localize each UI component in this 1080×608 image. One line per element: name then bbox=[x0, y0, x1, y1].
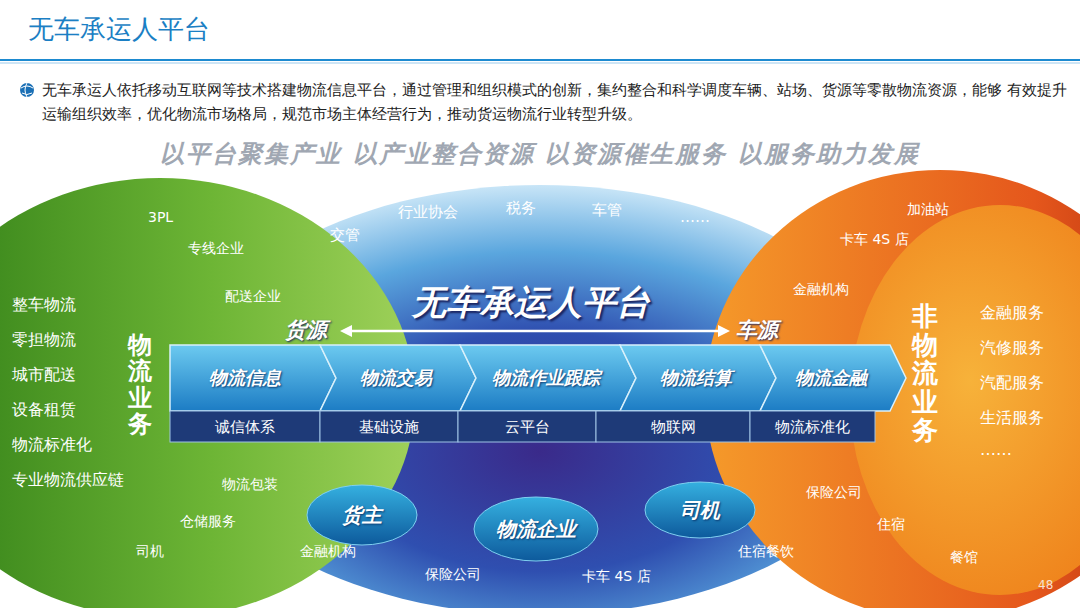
node-label: 物流金融 bbox=[795, 367, 867, 389]
process-chevron: 物流信息 bbox=[170, 345, 320, 411]
item-label: 配送企业 bbox=[225, 288, 281, 305]
process-chevron: 物流结算 bbox=[620, 345, 760, 411]
item-label: 金融机构 bbox=[793, 281, 849, 298]
foundation-cell: 诚信体系 bbox=[170, 411, 320, 442]
item-label: 行业协会 bbox=[398, 203, 458, 221]
cell-label: 物联网 bbox=[651, 418, 696, 436]
intro-text: 无车承运人依托移动互联网等技术搭建物流信息平台，通过管理和组织模式的创新，集约整… bbox=[42, 78, 1067, 126]
item-label: 汽修服务 bbox=[980, 338, 1044, 357]
platform-ellipse: 无车承运人平台交管行业协会税务车管……货源车源金融机构保险公司卡车 4S 店住宿… bbox=[165, 185, 915, 608]
item-label: 金融机构 bbox=[300, 543, 356, 560]
item-label: 车管 bbox=[592, 201, 622, 219]
item-label: 卡车 4S 店 bbox=[840, 231, 909, 248]
item-label: 餐馆 bbox=[950, 549, 978, 566]
vertical-heading: 非物流业务 bbox=[912, 302, 938, 445]
node-label: 物流作业跟踪 bbox=[492, 367, 600, 389]
item-label: 住宿 bbox=[877, 516, 905, 533]
item-label: 汽配服务 bbox=[980, 373, 1044, 392]
item-label: 保险公司 bbox=[806, 484, 862, 501]
process-chevron: 物流金融 bbox=[760, 345, 890, 411]
party-ellipse: 司机 bbox=[645, 482, 755, 538]
item-label: 交管 bbox=[330, 226, 360, 244]
node-label: 货主 bbox=[342, 503, 382, 527]
item-label: 金融服务 bbox=[980, 303, 1044, 322]
item-label: 整车物流 bbox=[12, 295, 76, 314]
item-label: …… bbox=[980, 440, 1012, 459]
cell-label: 基础设施 bbox=[359, 418, 419, 436]
item-label: 车源 bbox=[736, 318, 778, 343]
party-ellipse: 物流企业 bbox=[474, 497, 598, 561]
slogan: 以平台聚集产业 以产业整合资源 以资源催生服务 以服务助力发展 bbox=[0, 140, 1080, 169]
item-label: 住宿餐饮 bbox=[738, 543, 794, 560]
node-label: 物流信息 bbox=[209, 367, 281, 389]
item-label: 专业物流供应链 bbox=[12, 470, 124, 489]
cell-label: 云平台 bbox=[505, 418, 550, 436]
foundation-cell: 物流标准化 bbox=[750, 411, 875, 442]
item-label: 司机 bbox=[136, 543, 164, 560]
globe-icon bbox=[20, 83, 34, 97]
node-label: 物流交易 bbox=[360, 367, 432, 389]
slide-title: 无车承运人平台 bbox=[28, 14, 210, 45]
item-label: 物流标准化 bbox=[12, 435, 92, 454]
process-chevron: 物流交易 bbox=[320, 345, 460, 411]
item-label: 卡车 4S 店 bbox=[582, 568, 651, 585]
header-rule bbox=[0, 63, 1080, 64]
header-rule bbox=[0, 59, 1080, 61]
item-label: …… bbox=[680, 208, 710, 226]
item-label: 仓储服务 bbox=[180, 513, 236, 530]
foundation-cell: 基础设施 bbox=[320, 411, 458, 442]
item-label: 城市配送 bbox=[12, 365, 76, 384]
node-label: 司机 bbox=[680, 498, 720, 522]
page-number: 48 bbox=[1038, 578, 1053, 592]
foundation-cell: 云平台 bbox=[458, 411, 596, 442]
node-label: 物流企业 bbox=[496, 517, 576, 541]
cell-label: 诚信体系 bbox=[215, 418, 275, 436]
foundation-cell: 物联网 bbox=[596, 411, 750, 442]
item-label: 3PL bbox=[148, 209, 173, 226]
non-logistics-ellipse: 非物流业务 金融服务汽修服务汽配服务生活服务 …… 加油站卡车 4S 店金融机构保险公… bbox=[705, 170, 1080, 608]
node-label: 物流结算 bbox=[660, 367, 732, 389]
item-label: 保险公司 bbox=[425, 566, 481, 583]
item-label: 生活服务 bbox=[980, 408, 1044, 427]
process-chevron: 物流作业跟踪 bbox=[460, 345, 620, 411]
vertical-heading: 物流业务 bbox=[128, 332, 152, 438]
item-label: 物流包装 bbox=[222, 476, 278, 493]
item-label: 货源 bbox=[285, 318, 327, 343]
item-label: 专线企业 bbox=[188, 240, 244, 257]
platform-title: 无车承运人平台 bbox=[412, 282, 650, 323]
item-label: 加油站 bbox=[907, 201, 949, 218]
cell-label: 物流标准化 bbox=[775, 418, 850, 436]
item-label: 税务 bbox=[506, 199, 536, 217]
item-label: 设备租赁 bbox=[12, 400, 76, 419]
item-label: 零担物流 bbox=[12, 330, 76, 349]
party-ellipse: 货主 bbox=[307, 485, 417, 545]
